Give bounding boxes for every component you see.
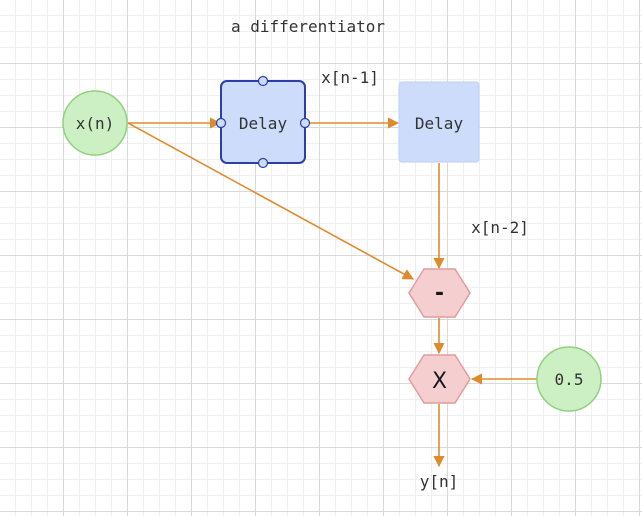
edge-xn-to-subtract[interactable] — [127, 122, 414, 280]
connection-handle-left[interactable] — [215, 117, 227, 129]
node-xn-shape[interactable] — [62, 90, 128, 156]
node-subtract-label: - — [435, 281, 444, 306]
node-delay2-label: Delay — [415, 114, 464, 133]
node-multiply-shape[interactable] — [408, 354, 471, 404]
node-xn-label: x(n) — [76, 114, 115, 133]
node-constant[interactable]: 0.5 — [536, 346, 602, 412]
connection-handle-top[interactable] — [257, 75, 269, 87]
node-multiply[interactable]: X — [408, 354, 471, 404]
node-constant-shape[interactable] — [536, 346, 602, 412]
edge-label-x-n-2: x[n-2] — [471, 218, 529, 237]
diagram-title: a differentiator — [231, 17, 385, 36]
node-delay2-shape[interactable] — [398, 81, 480, 163]
node-constant-label: 0.5 — [555, 370, 584, 389]
edge-label-x-n-1: x[n-1] — [321, 68, 379, 87]
node-subtract-shape[interactable] — [408, 268, 471, 318]
connection-handle-right[interactable] — [299, 117, 311, 129]
node-subtract[interactable]: - — [408, 268, 471, 318]
connection-handle-bottom[interactable] — [257, 157, 269, 169]
node-delay1[interactable]: Delay — [215, 75, 311, 169]
node-delay2[interactable]: Delay — [398, 81, 480, 163]
node-xn[interactable]: x(n) — [62, 90, 128, 156]
node-multiply-label: X — [432, 369, 447, 394]
node-delay1-label: Delay — [239, 114, 288, 133]
output-label: y[n] — [420, 472, 459, 491]
